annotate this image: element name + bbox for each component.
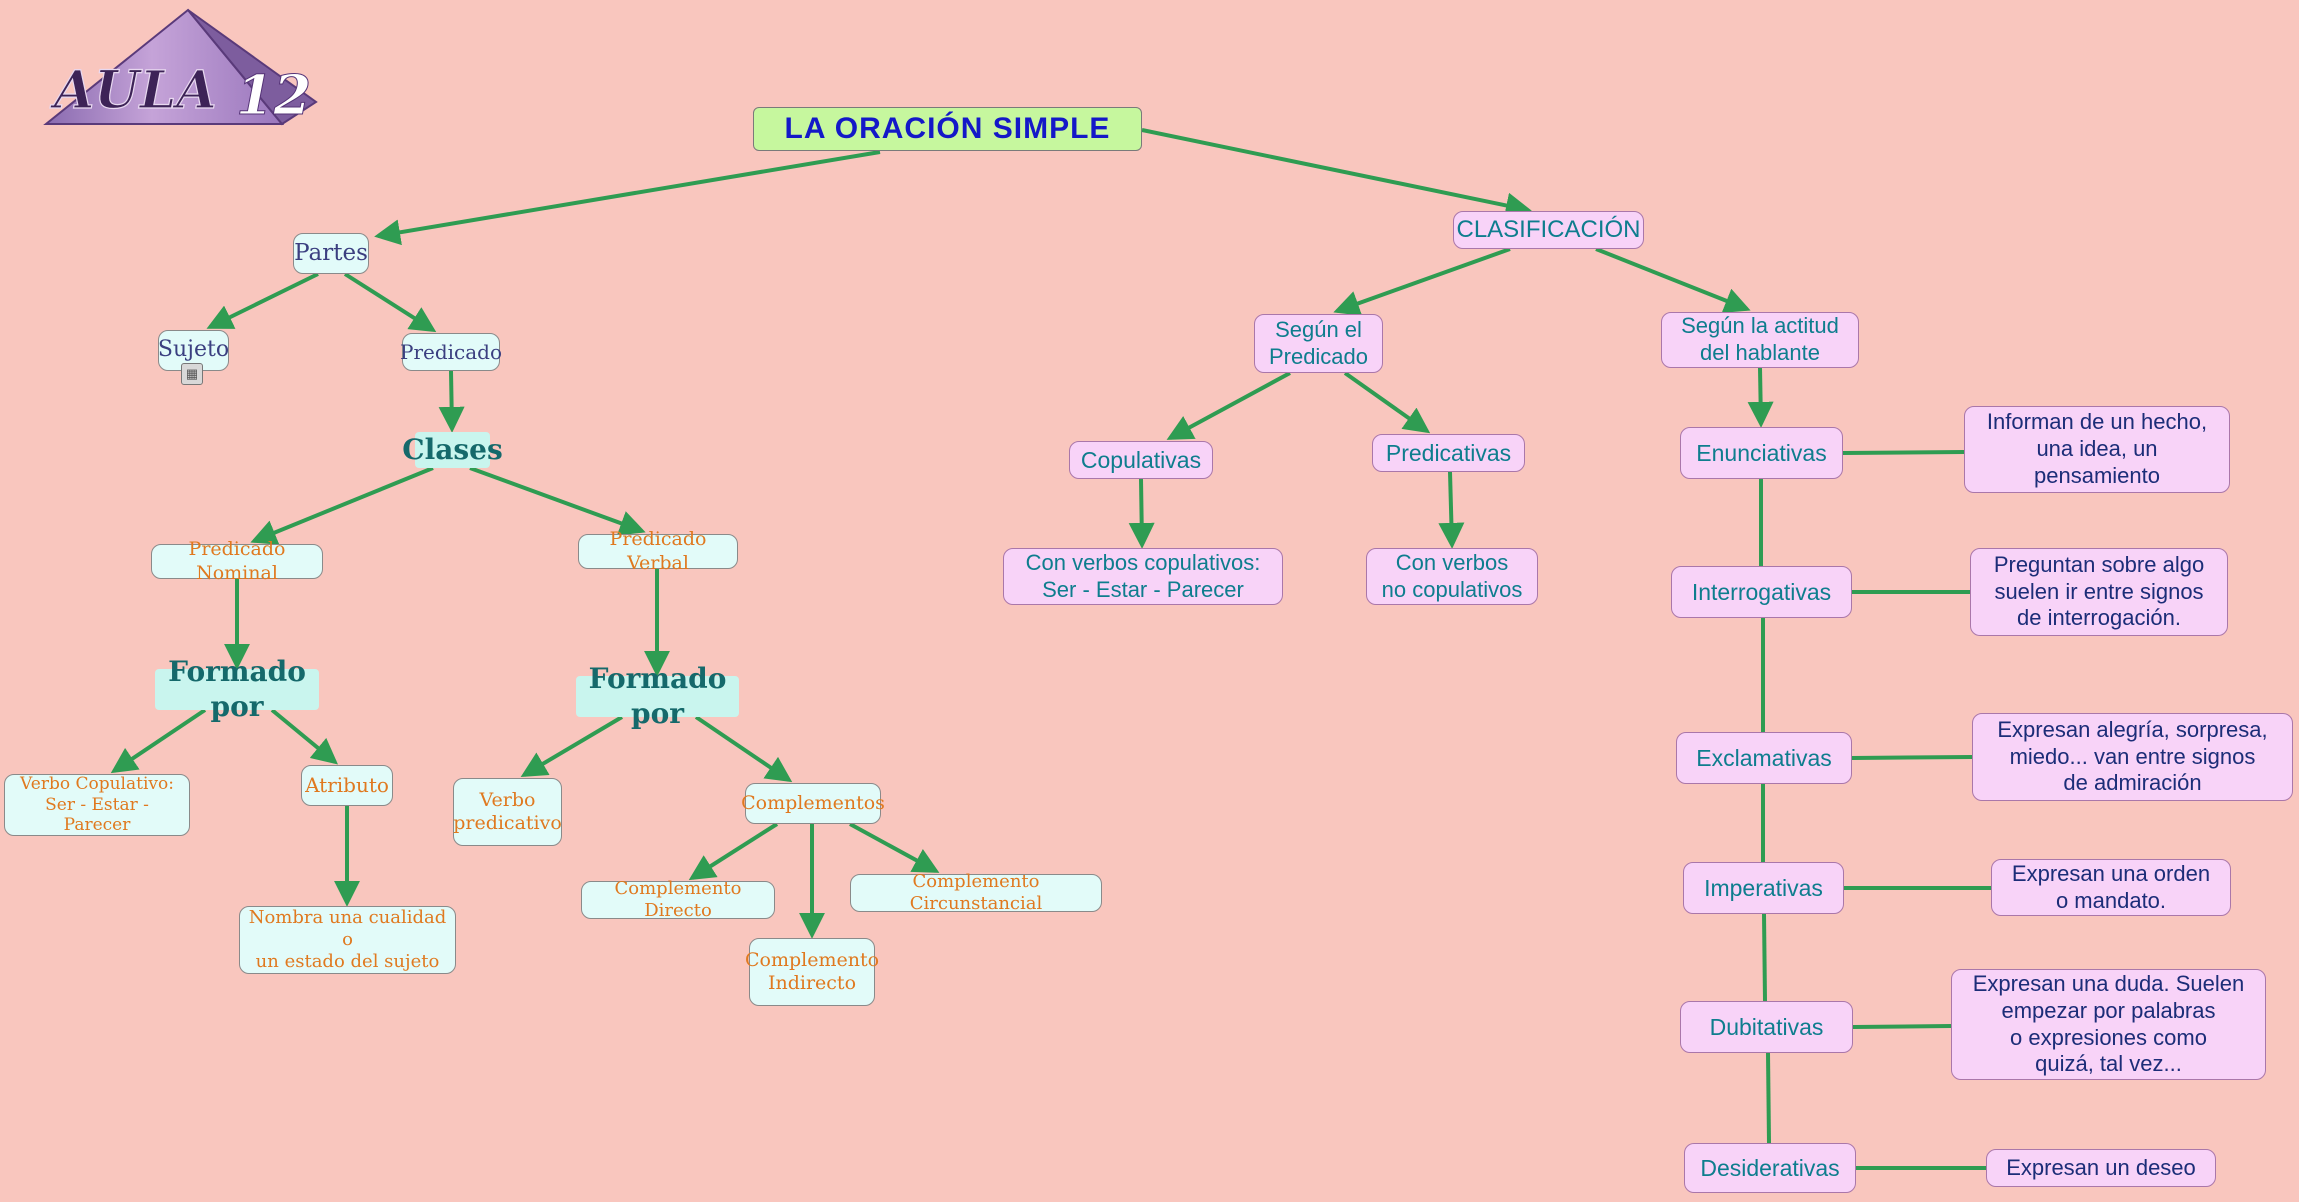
edge-complementos-directo	[688, 822, 779, 881]
edge-complementos-circunstancial	[849, 822, 940, 873]
edge-copulativas-converboscop	[1128, 478, 1155, 549]
node-predicado-nominal[interactable]: Predicado Nominal	[151, 538, 323, 584]
node-formado-por-nominal[interactable]: Formado por	[155, 655, 319, 723]
node-desc-desiderativas[interactable]: Expresan un deseo	[1986, 1149, 2216, 1187]
node-complemento-directo[interactable]: Complemento Directo	[581, 878, 775, 921]
node-segun-actitud[interactable]: Según la actitud del hablante	[1661, 312, 1859, 368]
node-title[interactable]: LA ORACIÓN SIMPLE	[753, 107, 1142, 151]
node-complementos[interactable]: Complementos	[741, 783, 885, 824]
edge-segunpredicado-predicativas	[1343, 371, 1431, 434]
edge-imperativas-dubitativas	[1762, 913, 1767, 1002]
edge-clases-verbal	[469, 466, 646, 536]
node-verbo-copulativo[interactable]: Verbo Copulativo: Ser - Estar - Parecer	[4, 774, 190, 836]
node-desiderativas[interactable]: Desiderativas	[1684, 1143, 1856, 1193]
node-con-verbos-copulativos[interactable]: Con verbos copulativos: Ser - Estar - Pa…	[1003, 548, 1283, 605]
edge-partes-predicado	[343, 272, 437, 333]
edge-exclamativas-desc	[1851, 755, 1973, 760]
node-predicado-verbal[interactable]: Predicado Verbal	[578, 528, 738, 574]
node-atributo[interactable]: Atributo	[301, 765, 393, 806]
node-copulativas[interactable]: Copulativas	[1069, 441, 1213, 479]
edge-dubitativas-desiderativas	[1766, 1052, 1771, 1144]
edge-partes-sujeto	[206, 272, 319, 329]
logo-text-aula: AULA	[49, 60, 217, 121]
sujeto-attachment-icon[interactable]: ▦	[181, 363, 203, 385]
node-segun-predicado[interactable]: Según el Predicado	[1254, 314, 1383, 373]
logo-text-12: 12	[236, 63, 311, 127]
edge-clasificacion-segunactitud	[1595, 247, 1751, 313]
node-predicativas[interactable]: Predicativas	[1372, 434, 1525, 472]
node-verbo-predicativo[interactable]: Verbo predicativo	[453, 778, 562, 846]
edge-formado-complementos	[694, 715, 793, 783]
edge-clases-nominal	[250, 466, 434, 545]
edge-clasificacion-segunpredicado	[1333, 247, 1511, 316]
edge-formado-verbocopulativo	[110, 708, 207, 774]
edge-predicativas-converbosnocop	[1438, 471, 1465, 549]
node-nombra-cualidad[interactable]: Nombra una cualidad o un estado del suje…	[239, 906, 456, 974]
node-clasificacion[interactable]: CLASIFICACIÓN	[1453, 211, 1644, 249]
node-interrogativas[interactable]: Interrogativas	[1671, 566, 1852, 618]
node-exclamativas[interactable]: Exclamativas	[1676, 732, 1852, 784]
node-complemento-indirecto[interactable]: Complemento Indirecto	[745, 938, 879, 1006]
aula12-logo: AULA 12	[43, 8, 318, 128]
edge-segunactitud-enunciativas	[1747, 367, 1774, 428]
node-predicado[interactable]: Predicado	[400, 333, 502, 371]
node-desc-dubitativas[interactable]: Expresan una duda. Suelen empezar por pa…	[1951, 969, 2266, 1080]
edge-title-partes	[374, 150, 881, 246]
edge-segunpredicado-copulativas	[1166, 371, 1291, 440]
edge-enunciativas-desc	[1842, 450, 1965, 455]
edge-predicado-clases	[438, 370, 465, 433]
edge-dubitativas-desc	[1852, 1024, 1952, 1029]
edge-formado-verbopredicativo	[520, 715, 624, 777]
node-enunciativas[interactable]: Enunciativas	[1680, 427, 1843, 479]
node-clases[interactable]: Clases	[402, 432, 503, 468]
node-desc-exclamativas[interactable]: Expresan alegría, sorpresa, miedo... van…	[1972, 713, 2293, 801]
node-partes[interactable]: Partes	[293, 233, 369, 274]
node-desc-imperativas[interactable]: Expresan una orden o mandato.	[1991, 859, 2231, 916]
edge-title-clasificacion	[1141, 128, 1532, 219]
node-dubitativas[interactable]: Dubitativas	[1680, 1001, 1853, 1053]
node-con-verbos-no-copulativos[interactable]: Con verbos no copulativos	[1366, 548, 1538, 605]
node-desc-interrogativas[interactable]: Preguntan sobre algo suelen ir entre sig…	[1970, 548, 2228, 636]
node-desc-enunciativas[interactable]: Informan de un hecho, una idea, un pensa…	[1964, 406, 2230, 493]
edge-formado-atributo	[270, 708, 339, 765]
node-formado-por-verbal[interactable]: Formado por	[576, 662, 739, 730]
node-imperativas[interactable]: Imperativas	[1683, 862, 1844, 914]
node-complemento-circunstancial[interactable]: Complemento Circunstancial	[850, 871, 1102, 914]
